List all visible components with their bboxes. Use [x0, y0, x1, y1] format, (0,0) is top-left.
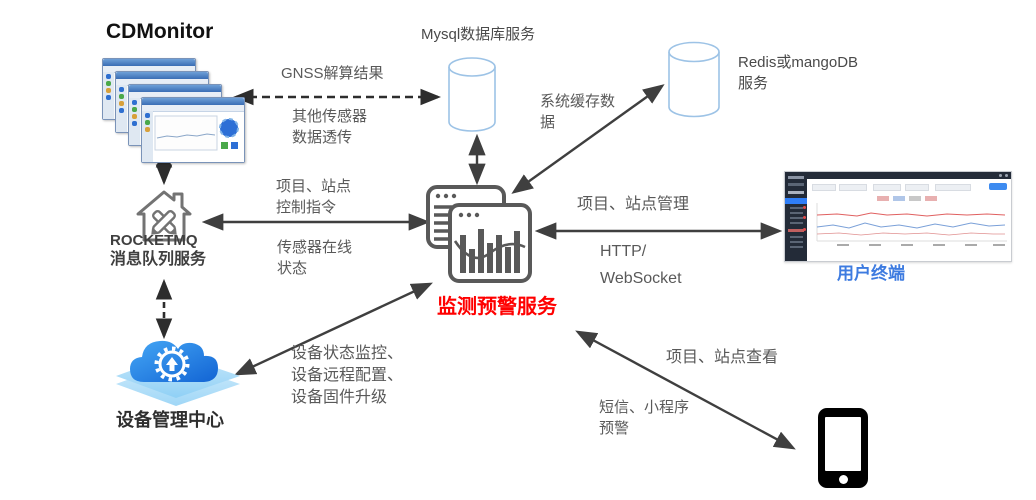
edge-control-label-above: 项目、站点 控制指令: [276, 178, 352, 216]
mysql-label: Mysql数据库服务: [421, 26, 536, 43]
device-center-cloud-icon: [116, 340, 240, 406]
edge-cache-label: 系统缓存数 据: [540, 93, 616, 131]
monitor-service-label: 监测预警服务: [437, 296, 557, 318]
rocketmq-label-line1: ROCKETMQ: [110, 232, 198, 249]
edge-view-label-above: 项目、站点查看: [666, 349, 779, 366]
cdmonitor-windows-icon: [102, 58, 252, 168]
rocketmq-label-line2: 消息队列服务: [110, 251, 207, 268]
edge-gnss-label-below: 其他传感器 数据透传: [292, 108, 368, 146]
terminal-chart: [816, 203, 1007, 246]
edge-device-ops-label: 设备状态监控、 设备远程配置、 设备固件升级: [291, 345, 404, 406]
rocketmq-house-icon: [136, 190, 192, 242]
cdmonitor-title: CDMonitor: [106, 20, 214, 43]
edge-manage-label-below: HTTP/ WebSocket: [600, 243, 682, 287]
edge-manage-label-above: 项目、站点管理: [577, 196, 690, 213]
mini-chart: [154, 115, 239, 151]
terminal-content: [807, 179, 1011, 261]
redis-database-icon: [668, 41, 720, 118]
terminal-sidebar: [785, 172, 807, 261]
mobile-phone-icon: [818, 408, 868, 488]
edge-view-label-below: 短信、小程序 预警: [599, 399, 690, 437]
device-center-label: 设备管理中心: [116, 410, 224, 430]
edge-gnss-label-above: GNSS解算结果: [281, 65, 384, 82]
monitor-service-icon: [426, 185, 532, 283]
user-terminal-screenshot: [784, 171, 1012, 262]
terminal-topbar: [807, 172, 1011, 179]
edge-control-label-below: 传感器在线 状态: [277, 239, 353, 277]
mysql-database-icon: [448, 57, 496, 132]
redis-label: Redis或mangoDB 服务: [738, 54, 859, 92]
user-terminal-label: 用户终端: [837, 264, 905, 283]
